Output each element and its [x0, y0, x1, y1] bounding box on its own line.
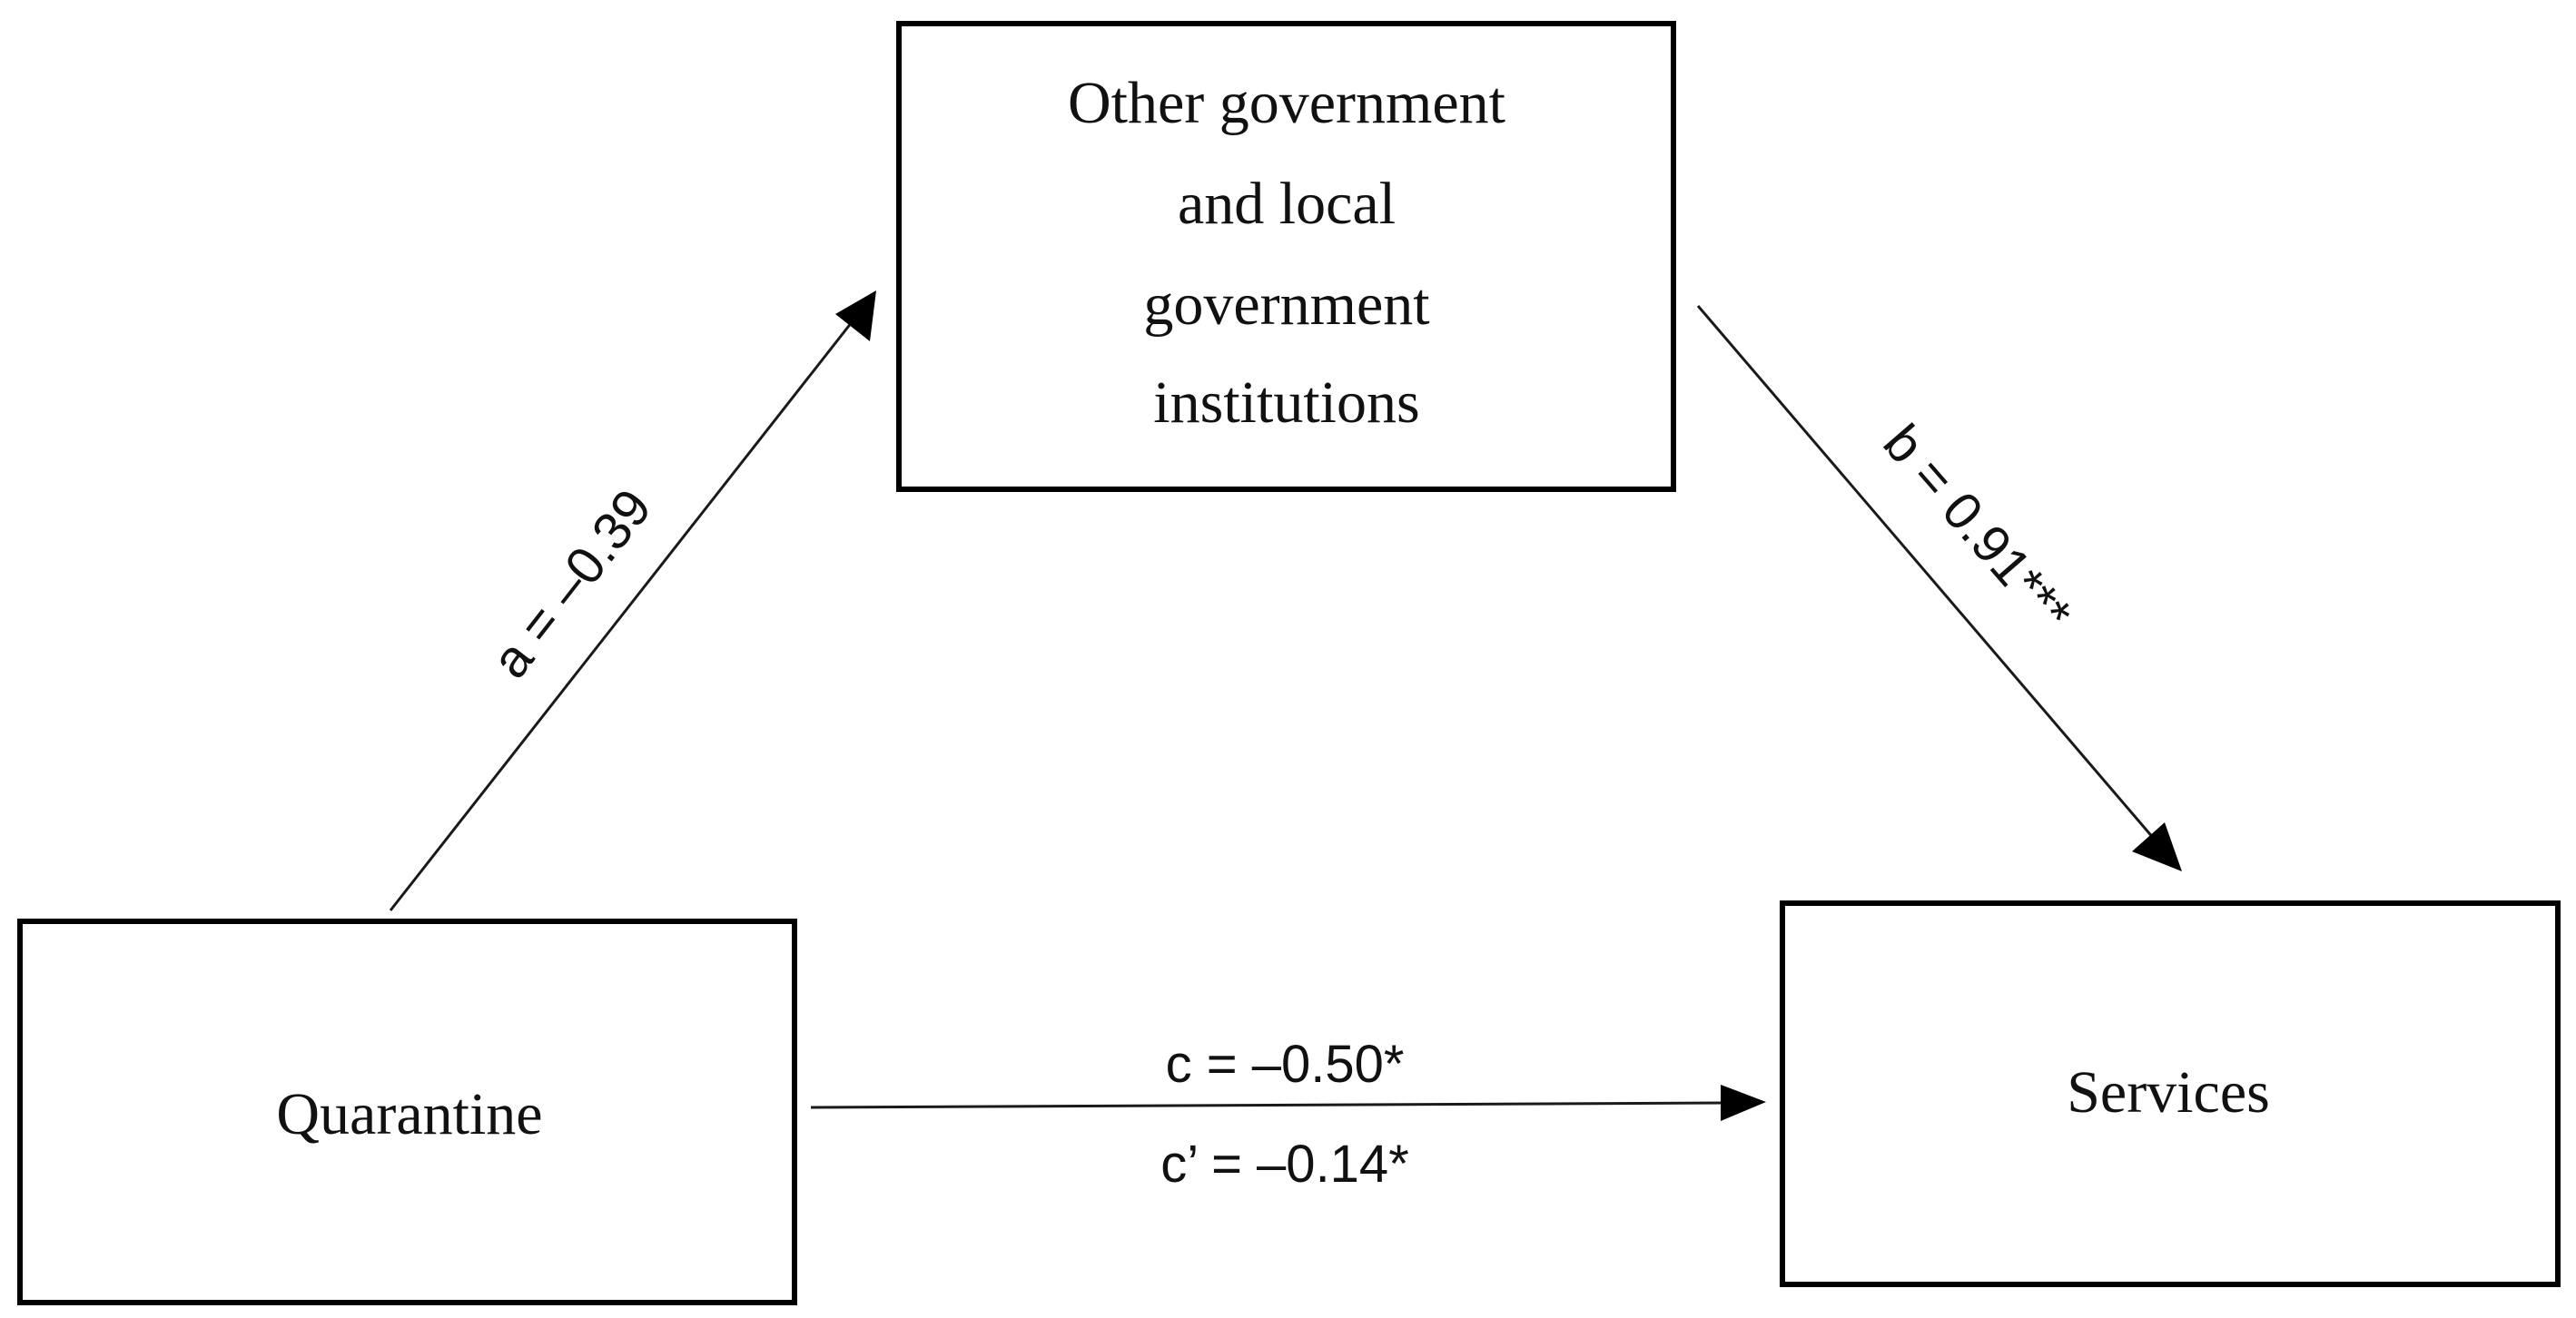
path-c-label: c = –0.50*	[1166, 1035, 1405, 1094]
path-b: b = 0.91***	[1696, 305, 2182, 871]
path-b-arrow	[1696, 305, 2157, 841]
path-c: c = –0.50* c’ = –0.14*	[810, 1035, 1766, 1194]
path-a-label: a = –0.39	[480, 478, 663, 689]
path-a: a = –0.39	[389, 290, 876, 911]
independent-node: Quarantine	[17, 919, 797, 1305]
path-a-arrow	[389, 321, 854, 911]
mediator-label-line-4: institutions	[1153, 369, 1419, 436]
path-c-arrowhead	[1721, 1085, 1766, 1121]
path-a-arrowhead	[835, 290, 876, 341]
path-c-arrow	[810, 1101, 1726, 1109]
mediator-label-line-2: and local	[1178, 171, 1396, 237]
dependent-node: Services	[1780, 900, 2561, 1287]
independent-label: Quarantine	[276, 1081, 542, 1147]
dependent-label: Services	[2067, 1059, 2270, 1126]
mediator-label-line-3: government	[1143, 271, 1429, 338]
path-c-prime-label: c’ = –0.14*	[1160, 1135, 1409, 1194]
path-b-label: b = 0.91***	[1872, 414, 2083, 644]
mediator-label-line-1: Other government	[1068, 70, 1505, 136]
path-b-arrowhead	[2132, 822, 2182, 871]
mediator-node: Other government and local government in…	[896, 21, 1676, 492]
